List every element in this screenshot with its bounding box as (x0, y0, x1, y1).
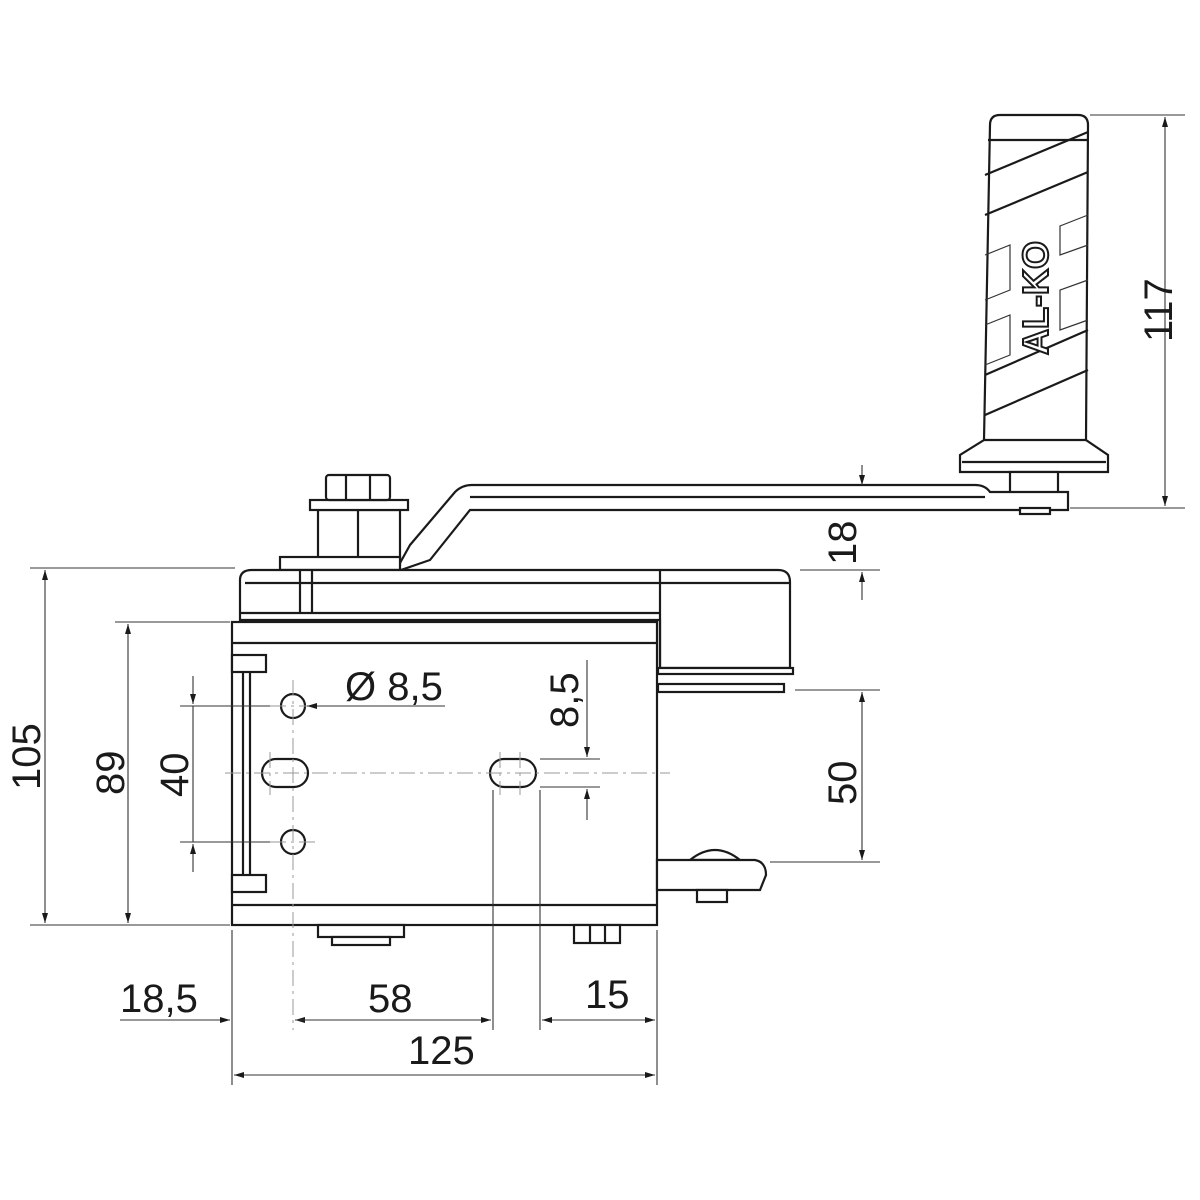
dim-15: 15 (585, 973, 630, 1017)
dim-40: 40 (153, 753, 197, 798)
handle-grip: AL-KO (958, 113, 1110, 500)
mounting-holes (225, 680, 670, 1030)
lower-bracket (316, 848, 768, 947)
dim-50: 50 (821, 761, 865, 806)
center-bolt (278, 473, 410, 572)
dim-58: 58 (368, 977, 413, 1021)
dimension-lines: 117 18 50 105 89 40 8,5 Ø 8,5 18,5 58 15… (5, 114, 1185, 1085)
dim-89: 89 (89, 751, 133, 796)
dim-117: 117 (1137, 278, 1181, 342)
dim-125: 125 (408, 1029, 475, 1073)
alko-logo: AL-KO (1015, 241, 1056, 355)
dim-105: 105 (5, 723, 49, 790)
dim-slot-8-5: 8,5 (543, 672, 587, 728)
dim-18-5: 18,5 (120, 977, 198, 1021)
dim-hole-diameter: Ø 8,5 (345, 665, 443, 709)
dim-18: 18 (821, 521, 865, 566)
gear-housing (238, 568, 795, 694)
crank-arm (392, 483, 1070, 574)
